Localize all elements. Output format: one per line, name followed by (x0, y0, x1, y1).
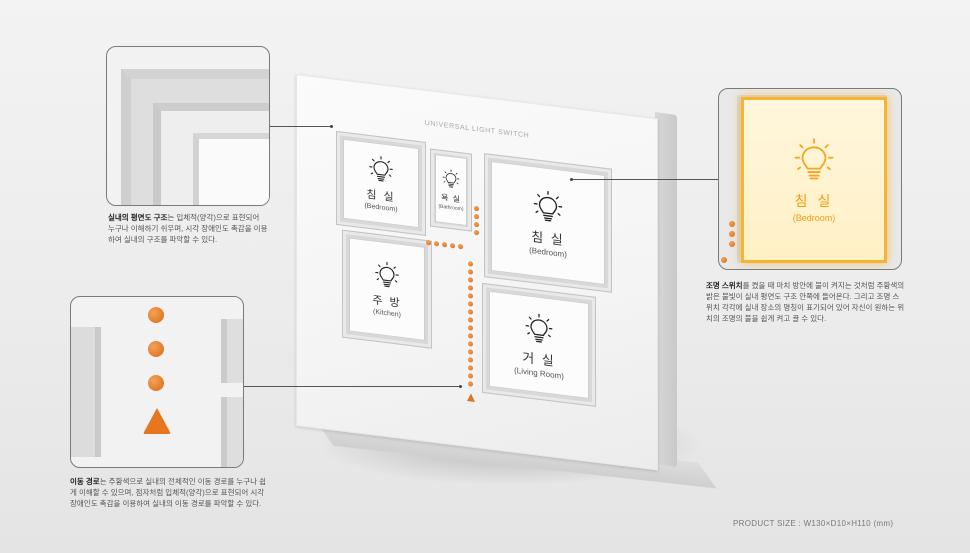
caption-path: 이동 경로는 주황색으로 실내의 전체적인 이동 경로를 누구나 쉽게 이해할 … (70, 476, 270, 509)
path-dot-icon (468, 277, 473, 283)
leader-line-path (243, 386, 461, 387)
path-dot-icon (474, 205, 479, 212)
caption-title: 조명 스위치 (706, 281, 743, 290)
switch-face: 욕 실 (Bathroom) (435, 154, 467, 226)
caption-text: 를 켰을 때 마치 방안에 불이 켜지는 것처럼 주황색의 밝은 불빛이 실내 … (706, 281, 905, 323)
caption-title: 이동 경로 (70, 477, 100, 486)
leader-dot (570, 178, 573, 181)
caption-floorplan: 실내의 평면도 구조는 입체적(양각)으로 표현되어 누구나 이해하기 쉬우며,… (108, 212, 268, 245)
room-sub: (Living Room) (514, 365, 564, 381)
switch-face: 거 실 (Living Room) (489, 290, 589, 399)
switch-face: 침 실 (Bedroom) (343, 138, 419, 229)
relief-wall (221, 397, 243, 467)
product-size: PRODUCT SIZE : W130×D10×H110 (mm) (733, 519, 894, 528)
zoom-movement-path (70, 296, 244, 468)
light-switch-panel: UNIVERSAL LIGHT SWITCH 침 실 (Bedroom) 욕 실… (296, 74, 658, 471)
light-bulb-icon (791, 137, 837, 183)
path-dot-icon (148, 375, 164, 391)
path-dot-icon (468, 333, 473, 339)
path-dot-icon (468, 309, 473, 315)
path-dot-icon (468, 293, 473, 299)
zoom-lit-switch: 침 실 (Bedroom) (718, 88, 902, 270)
path-dot-icon (468, 381, 473, 387)
path-dot-icon (458, 243, 463, 250)
path-dot-icon (468, 373, 473, 379)
path-dot-icon (468, 325, 473, 331)
lit-room-name: 침 실 (794, 193, 834, 209)
path-dot-icon (468, 269, 473, 275)
relief-wall (221, 319, 243, 383)
switch-living-room[interactable]: 거 실 (Living Room) (482, 282, 596, 407)
lit-switch-face: 침 실 (Bedroom) (741, 97, 887, 263)
path-arrow-icon (143, 408, 171, 434)
leader-line-floorplan (270, 126, 332, 127)
light-bulb-icon (531, 187, 565, 225)
path-arrow-icon (467, 392, 475, 402)
switch-kitchen[interactable]: 주 방 (Kitchen) (342, 229, 432, 349)
light-bulb-icon (441, 168, 461, 190)
path-dot-icon (474, 229, 479, 236)
path-dot-icon (729, 231, 735, 237)
leader-dot (459, 385, 462, 388)
path-dot-icon (426, 239, 431, 246)
path-dot-icon (474, 213, 479, 220)
light-bulb-icon (367, 154, 395, 185)
caption-text: 는 주황색으로 실내의 전체적인 이동 경로를 누구나 쉽게 이해할 수 있으며… (70, 477, 267, 508)
switch-bathroom[interactable]: 욕 실 (Bathroom) (430, 148, 472, 232)
path-dot-icon (434, 240, 439, 247)
path-dot-icon (468, 357, 473, 363)
path-dot-icon (468, 317, 473, 323)
light-bulb-icon (523, 310, 555, 346)
switch-bedroom-1[interactable]: 침 실 (Bedroom) (336, 130, 426, 236)
switch-bedroom-2[interactable]: 침 실 (Bedroom) (484, 153, 612, 293)
caption-text: 는 입체적(양각)으로 표현되어 누구나 이해하기 쉬우며, 시각 장애인도 촉… (108, 213, 268, 244)
caption-title: 실내의 평면도 구조 (108, 213, 168, 222)
path-dot-icon (442, 241, 447, 248)
path-dot-icon (468, 301, 473, 307)
path-dot-icon (729, 241, 735, 247)
path-dot-icon (468, 285, 473, 291)
zoom-floorplan-detail (106, 46, 270, 206)
lit-room-sub: (Bedroom) (792, 213, 836, 223)
caption-switch: 조명 스위치를 켰을 때 마치 방안에 불이 켜지는 것처럼 주황색의 밝은 불… (706, 280, 906, 324)
leader-line-switch (572, 179, 720, 180)
relief-switch-face (193, 133, 269, 205)
path-dot-icon (468, 365, 473, 371)
path-dot-icon (721, 257, 727, 263)
path-dot-icon (468, 349, 473, 355)
leader-dot (330, 125, 333, 128)
path-dot-icon (148, 341, 164, 357)
path-dot-icon (474, 221, 479, 228)
path-dot-icon (468, 261, 473, 267)
relief-wall (71, 327, 101, 457)
path-dot-icon (729, 221, 735, 227)
light-bulb-icon (373, 259, 401, 290)
path-dot-icon (450, 242, 455, 249)
path-dot-icon (148, 307, 164, 323)
switch-face: 주 방 (Kitchen) (349, 237, 425, 341)
path-dot-icon (468, 341, 473, 347)
panel-side-edge (655, 112, 677, 468)
